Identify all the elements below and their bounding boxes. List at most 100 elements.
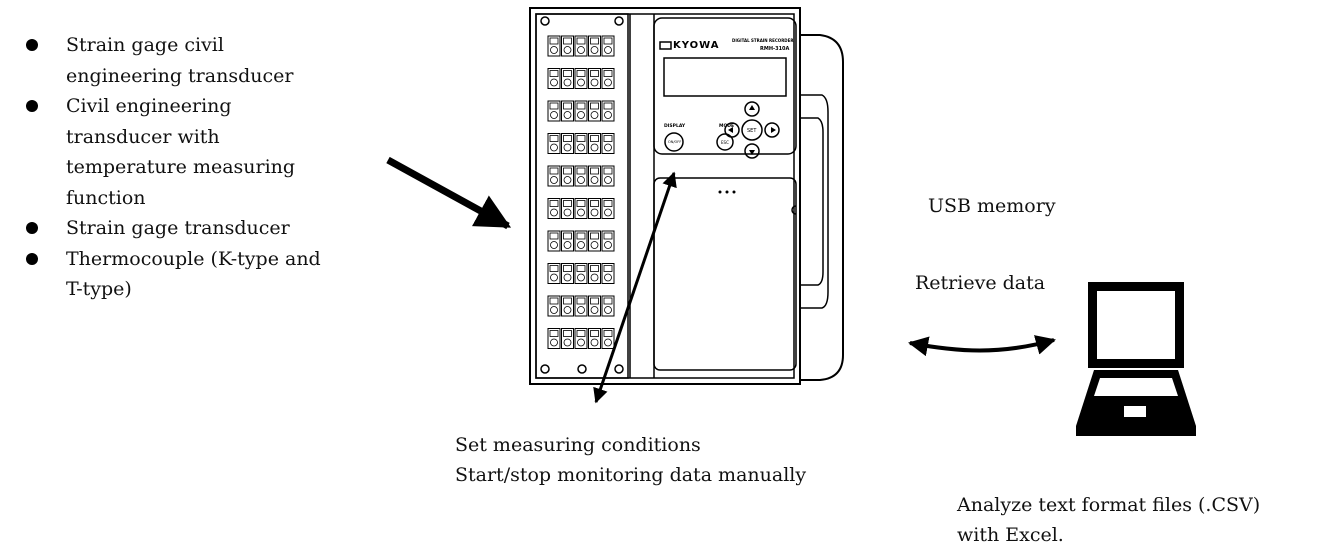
terminal-slot (601, 100, 615, 122)
terminal-slot (561, 165, 574, 187)
terminal-lever (549, 232, 559, 240)
terminal-slot (561, 263, 574, 284)
up-button (744, 101, 760, 117)
terminal-lever (549, 330, 559, 337)
terminal-lever (576, 200, 586, 207)
terminal-slot (561, 35, 574, 57)
terminal-lever (563, 167, 572, 175)
terminal-slot (547, 35, 561, 57)
terminal-lever (549, 135, 559, 142)
terminal-slot (561, 68, 574, 89)
terminal-lever (590, 70, 599, 77)
terminal-slot (547, 328, 561, 349)
terminal-lever (576, 102, 586, 110)
terminal-screw (577, 306, 585, 314)
laptop-icon (1076, 282, 1196, 436)
terminal-slot (547, 295, 561, 317)
terminal-lever (576, 37, 586, 45)
terminal-screw (563, 273, 572, 282)
terminal-lever (549, 297, 559, 305)
terminal-screw (604, 111, 612, 119)
terminal-screw (550, 273, 558, 282)
list-item-text: Strain gage transducer (66, 217, 290, 239)
terminal-screw (577, 176, 585, 184)
usb-memory-label: USB memory (928, 195, 1056, 217)
terminal-screw (577, 241, 585, 249)
terminal-slot (601, 68, 615, 89)
terminal-screw (590, 46, 599, 54)
settings-text: Set measuring conditions Start/stop moni… (455, 430, 806, 490)
terminal-slot (574, 295, 588, 317)
terminal-screw (563, 46, 572, 54)
terminal-screw (590, 78, 599, 87)
terminal-slot (547, 198, 561, 219)
terminal-lever (549, 265, 559, 272)
input-arrow (386, 156, 512, 230)
terminal-blocks (547, 35, 615, 349)
memory-cover (653, 177, 797, 371)
list-item-text: Thermocouple (K-type and T-type) (66, 247, 321, 301)
terminal-slot (547, 263, 561, 284)
terminal-screw (563, 176, 572, 184)
list-item: Strain gage civil engineering transducer (0, 30, 420, 91)
terminal-screw (550, 46, 558, 54)
terminal-screw (577, 273, 585, 282)
mode-label: MODE (719, 123, 734, 129)
terminal-screw (577, 338, 585, 347)
terminal-slot (547, 100, 561, 122)
terminal-screw (590, 143, 599, 152)
terminal-lever (549, 167, 559, 175)
screw-icon (540, 16, 550, 26)
terminal-screw (563, 306, 572, 314)
terminal-screw (563, 208, 572, 217)
terminal-lever (563, 37, 572, 45)
terminal-slot (547, 230, 561, 252)
terminal-screw (577, 208, 585, 217)
brand-logo: KYOWA (673, 40, 719, 51)
analyze-line-1: Analyze text format files (.CSV) (957, 494, 1261, 516)
esc-button (716, 133, 734, 151)
terminal-screw (604, 78, 612, 87)
terminal-screw (550, 176, 558, 184)
terminal-lever (576, 167, 586, 175)
terminal-lever (576, 232, 586, 240)
on-off-label: ON/OFF (668, 140, 681, 144)
list-item-text: Strain gage civil engineering transducer (66, 34, 294, 87)
terminal-screw (550, 143, 558, 152)
retrieve-data-label: Retrieve data (915, 272, 1046, 294)
terminal-slot (601, 133, 615, 154)
terminal-lever (590, 102, 599, 110)
terminal-slot (588, 35, 601, 57)
terminal-lever (603, 102, 613, 110)
control-panel (653, 17, 797, 155)
terminal-lever (563, 102, 572, 110)
terminal-slot (561, 230, 574, 252)
screw-icon (614, 364, 624, 374)
terminal-lever (563, 200, 572, 207)
terminal-screw (577, 111, 585, 119)
terminal-lever (603, 135, 613, 142)
right-button (764, 122, 780, 138)
settings-line-1: Set measuring conditions (455, 434, 701, 456)
list-item: Strain gage transducer (0, 213, 420, 244)
terminal-lever (603, 37, 613, 45)
set-button (741, 119, 763, 141)
terminal-lever (549, 70, 559, 77)
terminal-lever (603, 70, 613, 77)
terminal-slot (561, 328, 574, 349)
terminal-slot (561, 100, 574, 122)
terminal-screw (577, 143, 585, 152)
esc-label: ESC (721, 140, 729, 145)
on-off-button (664, 132, 684, 152)
retrieve-arrow (908, 335, 1056, 357)
terminal-lever (549, 37, 559, 45)
terminal-slot (547, 165, 561, 187)
terminal-slot (574, 133, 588, 154)
terminal-slot (561, 295, 574, 317)
device-handle (800, 34, 844, 381)
terminal-slot (574, 165, 588, 187)
terminal-screw (577, 78, 585, 87)
terminal-screw (563, 338, 572, 347)
terminal-screw (550, 208, 558, 217)
